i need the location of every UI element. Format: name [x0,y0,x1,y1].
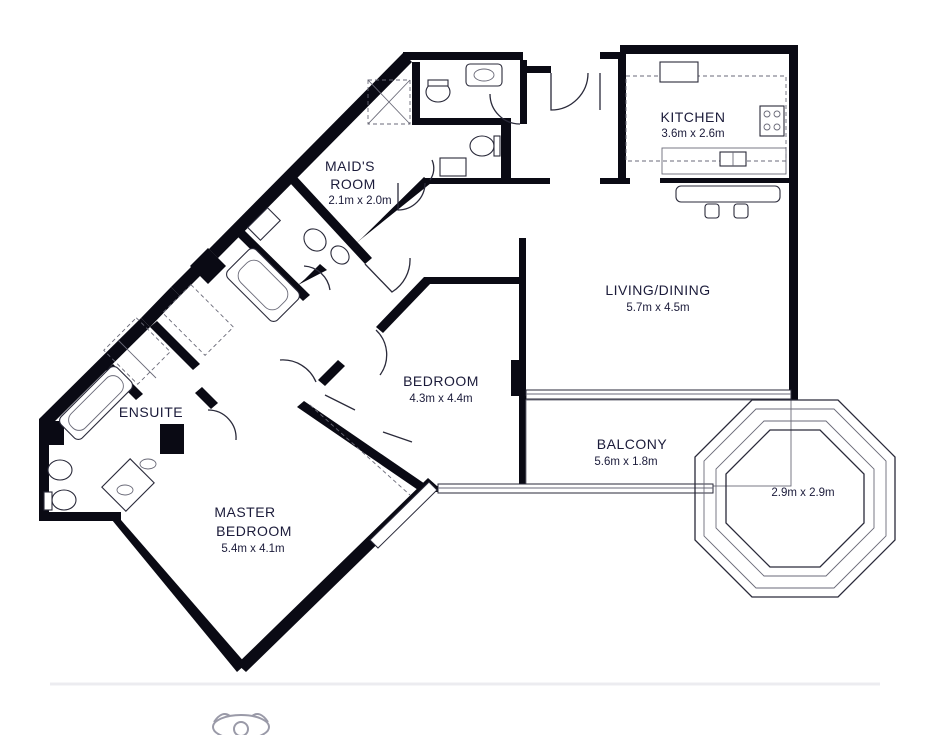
fridge-icon [659,61,699,83]
toilet-icon [469,135,495,157]
bar-stool-icon [733,203,749,219]
master-bedroom-label-2: BEDROOM [216,523,292,539]
bar-stool-icon [704,203,720,219]
stove-icon [759,105,785,137]
bathtub-icon [226,248,300,322]
kitchen-label: KITCHEN [661,109,726,125]
doors [207,72,601,496]
master-bedroom-dims: 5.4m x 4.1m [221,543,284,555]
bidet-icon [47,459,73,481]
top-bathroom-fixtures [367,63,503,177]
gazebo [694,399,896,598]
balcony-dims: 5.6m x 1.8m [594,456,657,468]
maids-room-label-2: ROOM [330,176,376,192]
living-dining-dims: 5.7m x 4.5m [626,302,689,314]
bedroom-dims: 4.3m x 4.4m [409,393,472,405]
bedroom-label: BEDROOM [403,373,479,389]
room-labels: MAID'S ROOM 2.1m x 2.0m KITCHEN 3.6m x 2… [119,109,835,555]
toilet-icon [51,489,77,511]
interior-walls [40,54,792,549]
maids-room-label: MAID'S [325,158,375,174]
basin-icon [439,157,467,177]
ensuite-fixtures [43,284,234,512]
toilet-icon [303,228,327,252]
balcony-structure [437,399,792,494]
compass-logo-icon [212,713,270,735]
bathtub-icon [59,366,133,440]
ensuite-label: ENSUITE [119,404,183,420]
kitchen-dims: 3.6m x 2.6m [661,128,724,140]
basin-icon [465,63,503,87]
kitchen-fixtures [625,61,787,219]
bidet-icon [330,245,350,265]
gazebo-dims: 2.9m x 2.9m [771,487,834,499]
living-dining-label: LIVING/DINING [605,282,710,298]
balcony-label: BALCONY [597,436,668,452]
middle-bathroom-fixtures [226,206,350,322]
basin-icon [246,206,282,242]
master-bedroom-label: MASTER [214,504,275,520]
maids-room-dims: 2.1m x 2.0m [328,195,391,207]
footer [50,682,880,735]
